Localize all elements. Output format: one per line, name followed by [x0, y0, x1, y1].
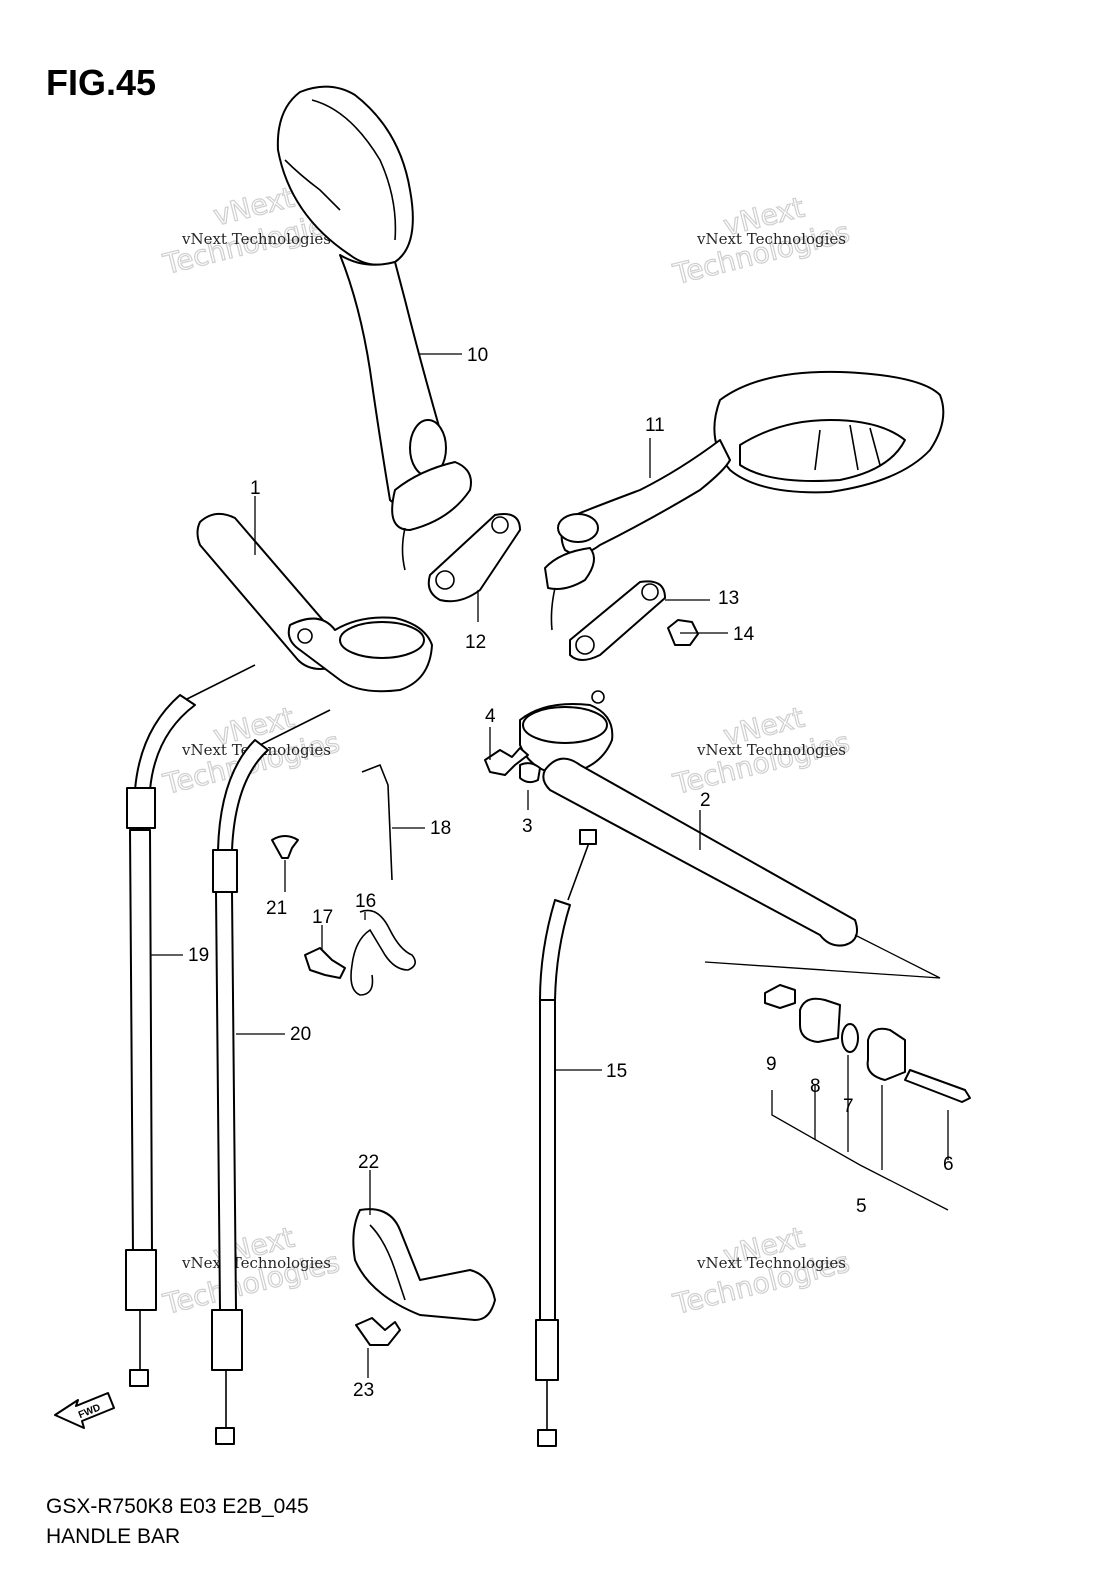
- callout-label: 13: [718, 588, 739, 609]
- part-left-handlebar: [196, 512, 433, 693]
- callout-label: 9: [766, 1054, 777, 1075]
- part-bolt: [484, 747, 529, 776]
- watermark-text: vNext Technologies: [181, 1254, 331, 1272]
- callout-label: 5: [856, 1196, 867, 1217]
- part-right-mirror: [544, 370, 945, 631]
- part-bar-end-assembly: [764, 984, 971, 1103]
- callout-label: 12: [465, 632, 486, 653]
- part-pin-18: [361, 763, 393, 881]
- callout-label: 6: [943, 1154, 954, 1175]
- part-throttle-cable-20: [211, 709, 331, 1445]
- callout-label: 21: [266, 898, 287, 919]
- model-code: GSX-R750K8 E03 E2B_045: [46, 1495, 309, 1518]
- callout-label: 19: [188, 945, 209, 966]
- part-throttle-cable-19: [125, 664, 256, 1387]
- callout-label: 3: [522, 816, 533, 837]
- callout-label: 2: [700, 790, 711, 811]
- callout-label: 8: [810, 1076, 821, 1097]
- callout-label: 20: [290, 1024, 311, 1045]
- callout-labels: 10 11 1 12 13 14 4 3 2 18 21 16 17 19 20…: [188, 345, 954, 1401]
- part-bolt-23: [355, 1317, 401, 1346]
- fwd-arrow: FWD: [54, 1392, 115, 1429]
- leader-lines: [150, 353, 728, 1378]
- watermark-text: vNext Technologies: [181, 230, 331, 248]
- callout-label: 23: [353, 1380, 374, 1401]
- part-bolt-17: [304, 947, 346, 979]
- part-bracket-left: [427, 513, 521, 603]
- callout-label: 15: [606, 1061, 627, 1082]
- figure-title: FIG.45: [46, 62, 157, 103]
- callout-label: 7: [843, 1096, 854, 1117]
- callout-label: 14: [733, 624, 755, 645]
- watermark-text: vNext Technologies: [696, 230, 846, 248]
- part-pin: [519, 762, 541, 784]
- callout-label: 10: [467, 345, 488, 366]
- callout-label: 16: [355, 891, 376, 912]
- part-bracket-right: [569, 580, 666, 661]
- part-screw-21: [271, 835, 299, 859]
- reference-line: [771, 1055, 949, 1211]
- watermark-text: vNext Technologies: [696, 1254, 846, 1272]
- part-left-mirror: [276, 85, 472, 571]
- callout-label: 11: [645, 415, 665, 436]
- callout-label: 18: [430, 818, 451, 839]
- watermark-text: vNext Technologies: [696, 741, 846, 759]
- callout-label: 17: [312, 907, 333, 928]
- callout-label: 4: [485, 706, 496, 727]
- part-wire-clip: [350, 909, 416, 996]
- part-right-handlebar: [519, 690, 858, 947]
- callout-label: 1: [250, 478, 261, 499]
- part-guard: [352, 1208, 496, 1321]
- reference-line: [704, 934, 941, 979]
- callout-label: 22: [358, 1152, 379, 1173]
- section-name: HANDLE BAR: [46, 1525, 181, 1548]
- part-clutch-cable: [535, 829, 597, 1447]
